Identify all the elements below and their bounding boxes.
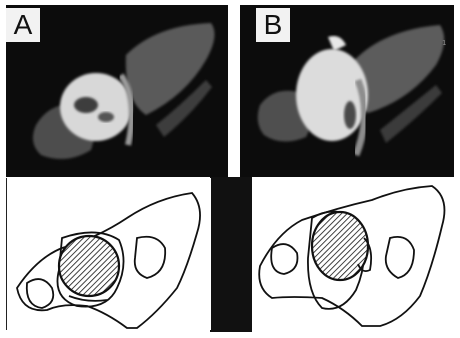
panel-divider xyxy=(210,177,252,332)
panel-b-label: B xyxy=(256,8,290,42)
outline-drawing-a xyxy=(6,178,211,330)
svg-text:1: 1 xyxy=(442,39,446,47)
hatched-femoral-head-a xyxy=(59,236,119,296)
outline-drawing-b xyxy=(252,178,456,330)
panel-a-label: A xyxy=(6,8,40,42)
hatched-femoral-head-b xyxy=(312,212,368,280)
